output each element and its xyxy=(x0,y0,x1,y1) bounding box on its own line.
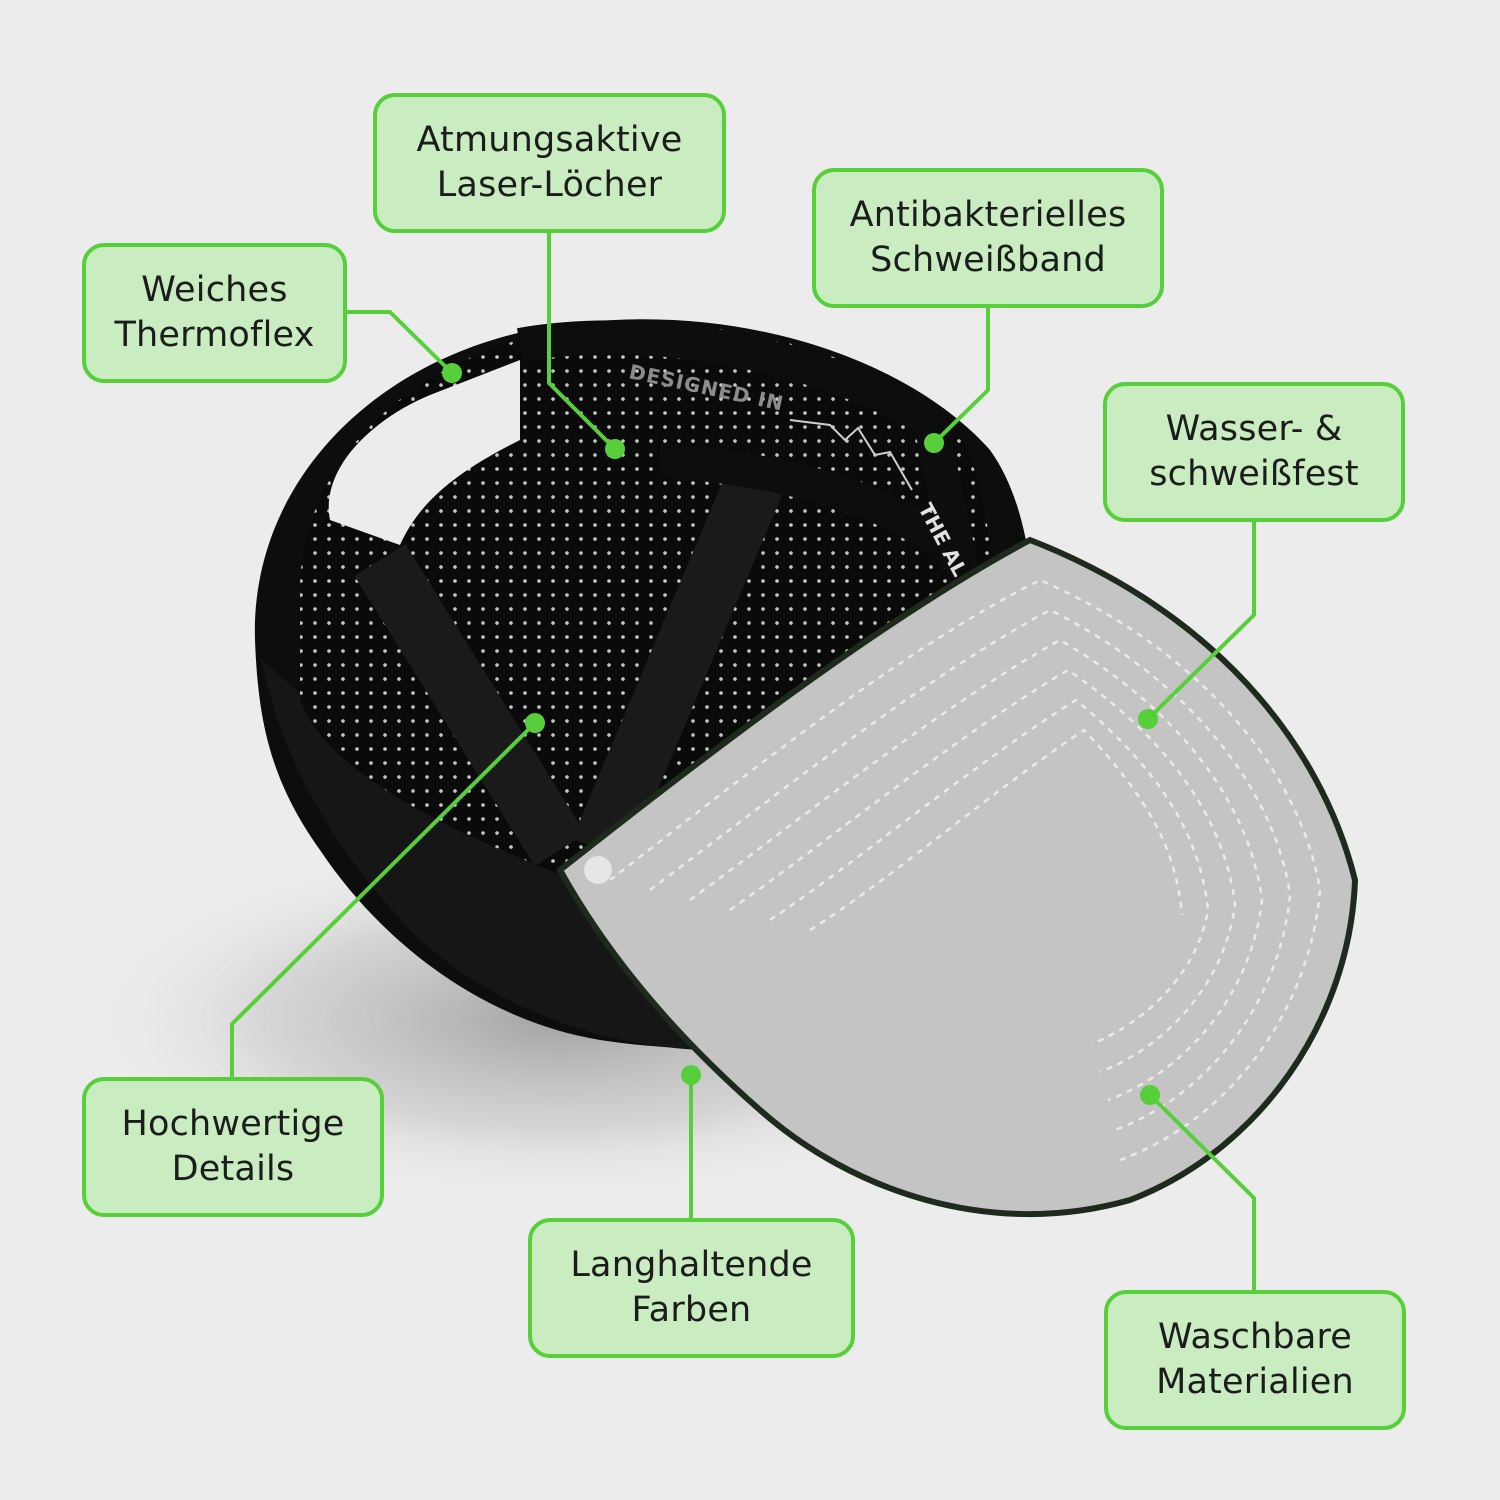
alps-mountain-print xyxy=(789,419,913,491)
back-strap-opening xyxy=(328,360,520,545)
label-washable: Waschbare Materialien xyxy=(1104,1290,1406,1430)
label-thermoflex: Weiches Thermoflex xyxy=(82,243,347,383)
label-washable-line2: Materialien xyxy=(1156,1362,1354,1402)
callout-dot-washable xyxy=(1140,1085,1160,1105)
callout-dot-details xyxy=(525,713,545,733)
label-details: Hochwertige Details xyxy=(82,1077,384,1217)
callout-dot-waterproof xyxy=(1138,709,1158,729)
label-thermoflex-line2: Thermoflex xyxy=(114,315,315,355)
label-washable-line1: Waschbare xyxy=(1157,1317,1353,1357)
label-colors-line2: Farben xyxy=(631,1290,752,1330)
sweatband xyxy=(517,320,989,613)
label-laser-line1: Atmungsaktive xyxy=(416,120,683,160)
label-laser-holes: Atmungsaktive Laser-Löcher xyxy=(373,93,726,233)
label-sweatband-line1: Antibakterielles xyxy=(849,195,1127,235)
label-sweatband-line2: Schweißband xyxy=(870,240,1106,280)
brim-stitching xyxy=(609,578,1322,1162)
callout-dot-sweatband xyxy=(924,433,944,453)
cap-top-button xyxy=(584,856,612,884)
callout-dot-laser xyxy=(605,439,625,459)
label-waterproof-line2: schweißfest xyxy=(1149,454,1359,494)
label-colors-line1: Langhaltende xyxy=(570,1245,813,1285)
callout-dot-thermoflex xyxy=(442,363,462,383)
label-waterproof-line1: Wasser- & xyxy=(1165,409,1343,449)
label-thermoflex-line1: Weiches xyxy=(141,270,288,310)
label-waterproof: Wasser- & schweißfest xyxy=(1103,382,1405,522)
label-sweatband: Antibakterielles Schweißband xyxy=(812,168,1164,308)
callout-connectors xyxy=(230,233,1256,1290)
label-laser-line2: Laser-Löcher xyxy=(436,165,663,205)
label-details-line2: Details xyxy=(171,1149,295,1189)
callout-dot-colors xyxy=(681,1065,701,1085)
label-colors: Langhaltende Farben xyxy=(528,1218,855,1358)
label-details-line1: Hochwertige xyxy=(121,1104,345,1144)
